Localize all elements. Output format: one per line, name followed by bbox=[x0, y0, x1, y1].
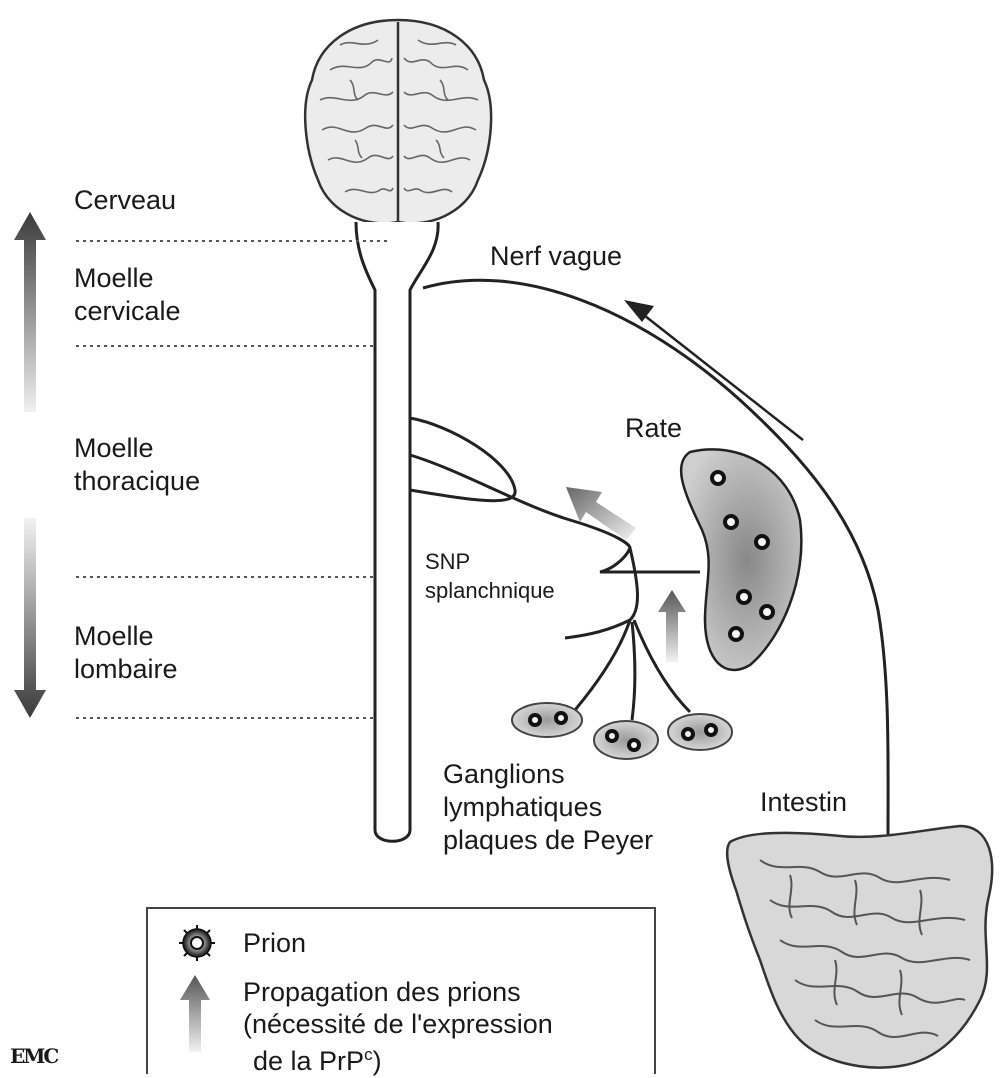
ascending-gradient-arrow bbox=[14, 212, 46, 412]
prion-marker bbox=[730, 628, 742, 640]
prion-marker bbox=[530, 715, 540, 725]
label-snp-splanchnique: SNP splanchnique bbox=[425, 547, 555, 605]
spinal-cord bbox=[356, 222, 438, 841]
label-cerveau: Cerveau bbox=[74, 184, 176, 217]
label-intestin: Intestin bbox=[760, 786, 847, 819]
prion-marker bbox=[556, 713, 566, 723]
prion-marker bbox=[725, 516, 737, 528]
label-moelle-lombaire: Moelle lombaire bbox=[74, 620, 178, 686]
legend-prion-label: Prion bbox=[243, 927, 306, 960]
legend-propagation-line3: de la PrPc) bbox=[253, 1038, 382, 1078]
prion-marker bbox=[756, 536, 768, 548]
brain-illustration bbox=[305, 20, 491, 223]
prion-marker bbox=[712, 472, 724, 484]
intestine bbox=[727, 826, 992, 1068]
credit-emc: EMC bbox=[10, 1044, 57, 1068]
legend-prp-suffix: ) bbox=[373, 1046, 382, 1076]
descending-gradient-arrow bbox=[14, 518, 46, 718]
label-ganglions: Ganglions lymphatiques plaques de Peyer bbox=[443, 758, 653, 857]
prion-marker bbox=[629, 740, 639, 750]
prion-marker bbox=[738, 591, 750, 603]
label-moelle-thoracique: Moelle thoracique bbox=[74, 432, 200, 498]
prion-marker bbox=[607, 731, 617, 741]
legend-propagation-line2: (nécessité de l'expression bbox=[243, 1008, 553, 1041]
legend-propagation-line1: Propagation des prions bbox=[243, 976, 521, 1009]
spleen bbox=[681, 449, 801, 670]
legend-prp-prefix: de la PrP bbox=[253, 1046, 364, 1076]
label-nerf-vague: Nerf vague bbox=[490, 240, 622, 273]
propagation-arrow-vertical bbox=[658, 590, 686, 662]
label-rate: Rate bbox=[625, 412, 682, 445]
prion-marker bbox=[761, 606, 773, 618]
label-moelle-cervicale: Moelle cervicale bbox=[74, 262, 181, 328]
prion-legend-icon bbox=[179, 925, 215, 961]
legend-prp-superscript: c bbox=[364, 1045, 373, 1064]
lymph-nodes bbox=[512, 703, 732, 759]
prion-marker bbox=[683, 729, 693, 739]
prion-marker bbox=[706, 725, 716, 735]
